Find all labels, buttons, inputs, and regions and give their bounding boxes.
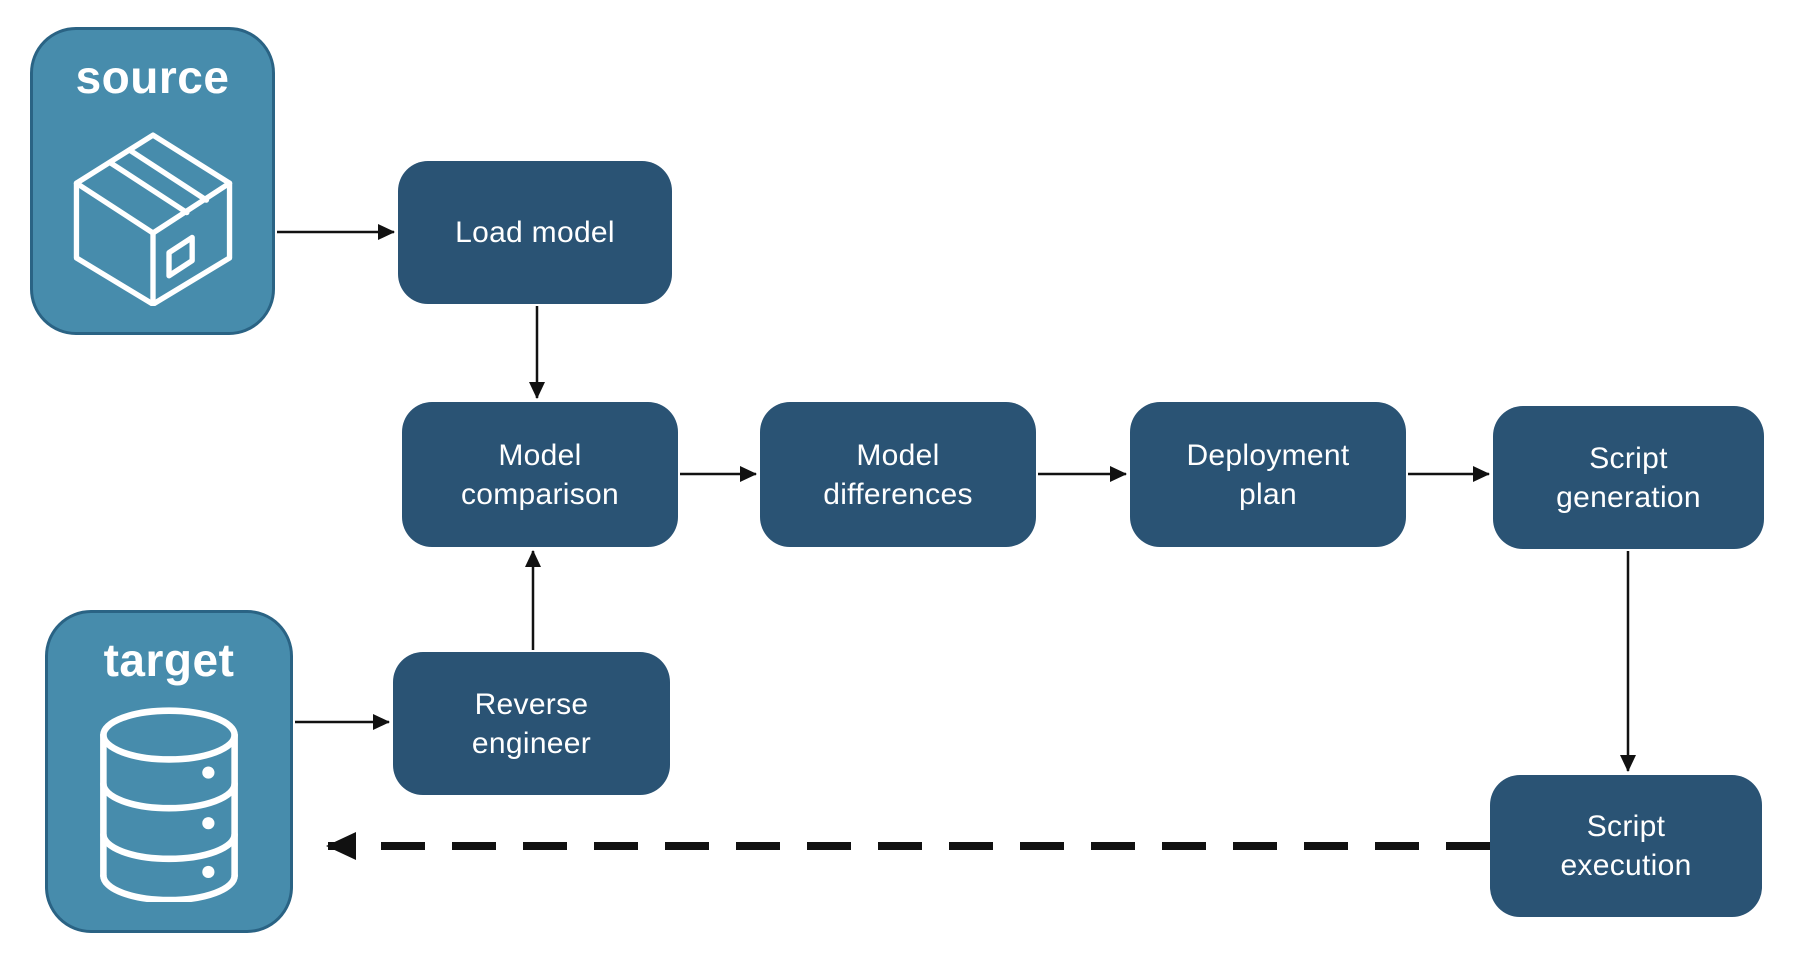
node-reverse-engineer: Reverse engineer xyxy=(393,652,670,795)
node-label: Script generation xyxy=(1556,441,1701,514)
source-label: source xyxy=(75,51,230,103)
node-script-generation: Script generation xyxy=(1493,406,1764,549)
source-endpoint: source xyxy=(30,27,275,335)
node-label: Load model xyxy=(455,216,615,249)
node-script-execution: Script execution xyxy=(1490,775,1762,917)
node-label: Reverse engineer xyxy=(471,687,592,760)
node-deployment-plan: Deployment plan xyxy=(1130,402,1406,547)
node-label: Deployment plan xyxy=(1186,438,1350,511)
node-label: Model differences xyxy=(823,438,973,511)
database-icon xyxy=(100,707,238,902)
target-endpoint: target xyxy=(45,610,293,933)
node-label: Model comparison xyxy=(460,438,620,511)
target-label: target xyxy=(103,634,235,686)
node-label: Script execution xyxy=(1560,810,1692,882)
node-model-differences: Model differences xyxy=(760,402,1036,547)
package-icon xyxy=(73,132,232,306)
node-load-model: Load model xyxy=(398,161,672,304)
node-model-comparison: Model comparison xyxy=(402,402,678,547)
